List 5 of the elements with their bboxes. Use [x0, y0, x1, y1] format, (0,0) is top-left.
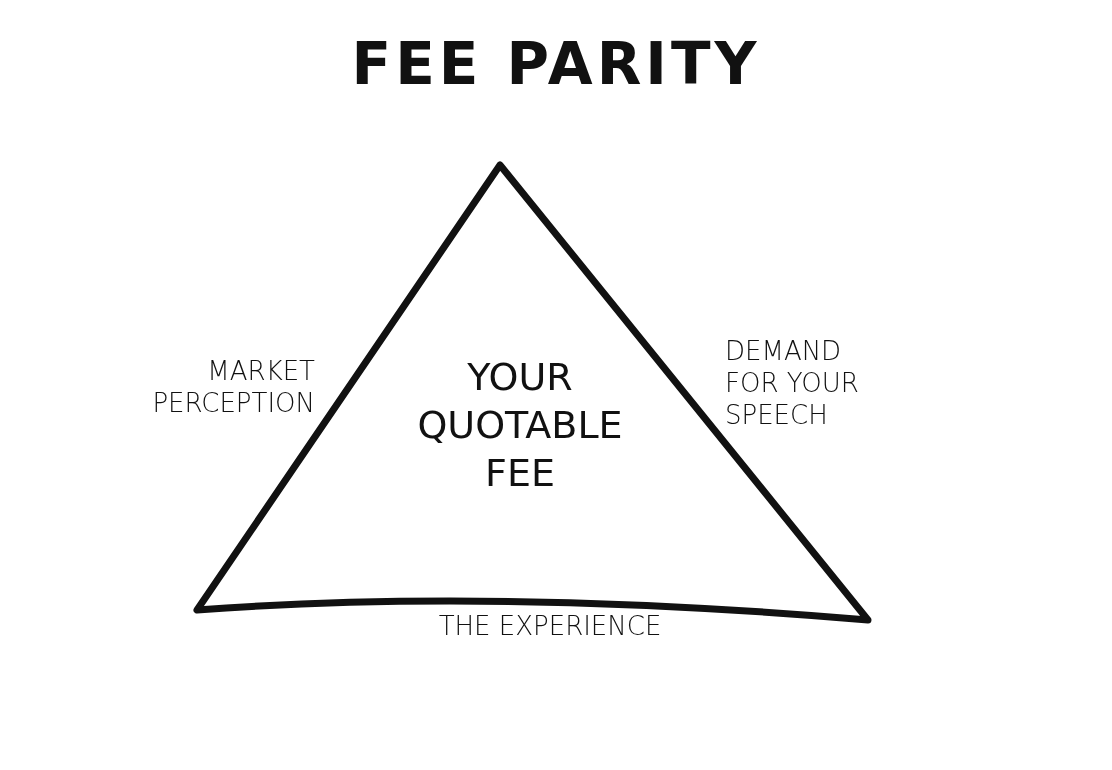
side-label: THE EXPERIENCE — [437, 610, 663, 642]
center-text: YOUR QUOTABLE FEE — [416, 354, 624, 497]
side-label: MARKET PERCEPTION — [151, 355, 315, 419]
title-text: FEE PARITY — [350, 30, 762, 98]
side-label: DEMAND FOR YOUR SPEECH — [725, 335, 860, 431]
